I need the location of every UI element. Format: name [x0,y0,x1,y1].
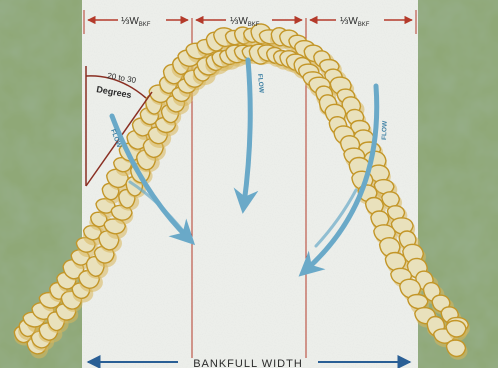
bankfull-width-label: BANKFULL WIDTH [193,358,303,368]
flow-label-right: FLOW [381,120,389,140]
boulder [408,295,428,309]
boulder [446,321,466,338]
boulder [447,340,466,357]
